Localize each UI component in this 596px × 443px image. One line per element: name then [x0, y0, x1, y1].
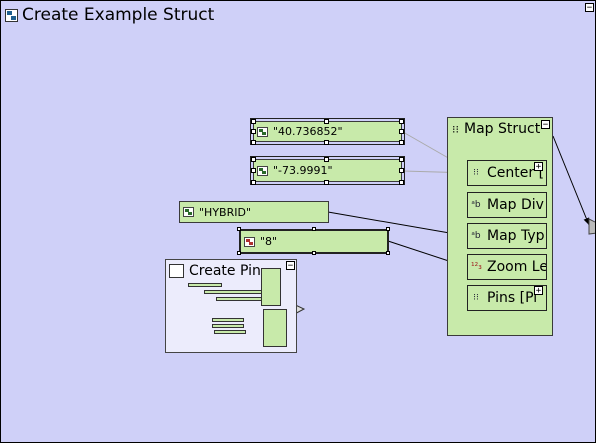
selection-handle[interactable] [312, 251, 316, 255]
map-struct-title: Map Struct [464, 121, 541, 137]
struct-icon [169, 264, 184, 278]
field-zoom-level-label: Zoom Le [487, 259, 547, 275]
pin-mini-node[interactable] [214, 330, 246, 334]
pin-mini-struct[interactable] [261, 268, 281, 306]
map-struct-minimize-button[interactable]: − [541, 120, 550, 130]
output-port-icon[interactable] [588, 218, 595, 235]
string-field-icon: ᵃb [471, 200, 481, 210]
lat-constant-node[interactable]: "40.736852" [250, 118, 405, 145]
map-struct-header: ⁝⁝ Map Struct [452, 121, 540, 137]
field-center-expand-button[interactable]: + [534, 162, 543, 172]
selection-handle[interactable] [399, 157, 404, 162]
selection-handle[interactable] [324, 180, 329, 185]
field-map-type[interactable]: ᵃb Map Typ [467, 223, 547, 249]
field-zoom-level[interactable]: ¹²₃ Zoom Le [467, 254, 547, 280]
field-map-div[interactable]: ᵃb Map Div [467, 192, 547, 218]
pin-mini-node[interactable] [212, 318, 244, 322]
pin-mini-node[interactable] [204, 290, 262, 294]
constant-icon [183, 207, 194, 217]
constant-icon [257, 165, 268, 176]
create-pin-title: Create Pin [189, 263, 261, 279]
selection-handle[interactable] [251, 157, 256, 162]
string-field-icon: ᵃb [471, 231, 481, 241]
pin-mini-struct[interactable] [263, 309, 287, 347]
selection-handle[interactable] [399, 119, 404, 124]
pin-mini-node[interactable] [216, 297, 262, 301]
selection-handle[interactable] [251, 140, 256, 145]
number-field-icon: ¹²₃ [471, 262, 482, 272]
canvas-title-text: Create Example Struct [22, 5, 215, 25]
selection-handle[interactable] [386, 251, 390, 255]
selection-handle[interactable] [251, 180, 256, 185]
selection-handle[interactable] [399, 140, 404, 145]
selection-handle[interactable] [399, 180, 404, 185]
selection-handle[interactable] [324, 157, 329, 162]
create-pin-header: Create Pin [169, 263, 261, 279]
pin-mini-node[interactable] [212, 324, 244, 328]
selection-handle[interactable] [251, 168, 256, 173]
field-center[interactable]: ⁝⁝ Center [ [467, 160, 547, 186]
selection-handle[interactable] [399, 168, 404, 173]
maptype-value: "HYBRID" [199, 205, 252, 219]
wire-struct-output [552, 135, 590, 226]
selection-handle[interactable] [312, 227, 316, 231]
maptype-constant-node[interactable]: "HYBRID" [179, 201, 329, 223]
lng-constant-node[interactable]: "-73.9991" [250, 156, 405, 185]
field-pins-label: Pins [Pi [487, 290, 538, 306]
selection-handle[interactable] [324, 119, 329, 124]
selection-handle[interactable] [399, 129, 404, 134]
lng-value: "-73.9991" [273, 164, 333, 177]
field-pins[interactable]: ⁝⁝ Pins [Pi [467, 285, 547, 311]
create-pin-minimize-button[interactable]: − [286, 261, 295, 271]
field-pins-expand-button[interactable]: + [534, 286, 543, 296]
selection-handle[interactable] [251, 119, 256, 124]
selection-handle[interactable] [237, 227, 241, 231]
selection-handle[interactable] [237, 251, 241, 255]
pin-mini-node[interactable] [188, 283, 222, 287]
selection-handle[interactable] [324, 140, 329, 145]
constant-icon [257, 126, 268, 137]
struct-icon [5, 8, 18, 22]
canvas-title: Create Example Struct [5, 5, 214, 25]
field-map-type-label: Map Typ [487, 228, 545, 244]
struct-list-icon: ⁝⁝ [452, 122, 459, 136]
list-field-icon: ⁝⁝ [473, 293, 479, 303]
field-center-label: Center [ [487, 165, 545, 181]
selection-handle[interactable] [251, 129, 256, 134]
zoom-value: "8" [260, 235, 278, 248]
canvas-minimize-button[interactable]: − [585, 3, 594, 13]
selection-handle[interactable] [386, 227, 390, 231]
field-map-div-label: Map Div [487, 197, 544, 213]
number-constant-icon [244, 236, 255, 247]
lat-value: "40.736852" [273, 125, 343, 138]
struct-field-icon: ⁝⁝ [473, 168, 479, 178]
